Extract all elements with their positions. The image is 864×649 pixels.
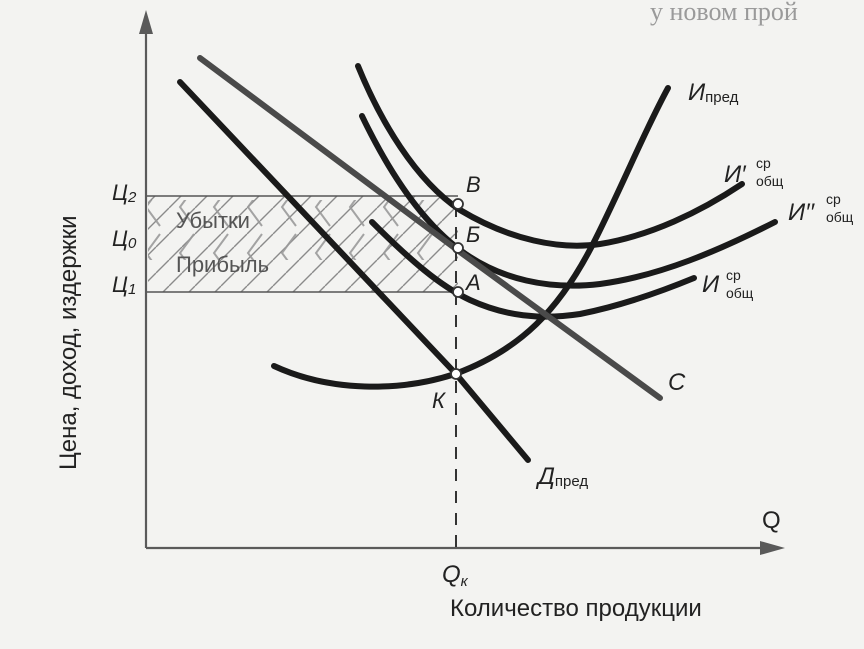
avg-total-cost-2-label: И′′ ср общ	[788, 191, 854, 226]
marginal-revenue-label: Дпред	[535, 463, 588, 490]
point-v	[452, 198, 464, 210]
quantity-qk-label: Qк	[442, 561, 469, 590]
y-axis-title: Цена, доход, издержки	[55, 215, 82, 470]
svg-text:ср: ср	[726, 267, 741, 283]
avg-total-cost-1-label: И′ ср общ	[724, 155, 784, 189]
x-axis-title: Количество продукции	[450, 595, 702, 622]
svg-text:общ: общ	[756, 173, 784, 189]
point-k	[450, 368, 462, 380]
avg-total-cost-1-curve	[355, 63, 745, 249]
background-text: у новом прой	[650, 0, 798, 26]
loss-label: Убытки	[176, 208, 250, 233]
y-axis-arrow	[139, 10, 153, 34]
svg-text:общ: общ	[726, 285, 754, 301]
x-axis-arrow	[760, 541, 785, 555]
point-b-label: Б	[466, 222, 480, 247]
price-p1-label: Ц1	[112, 272, 136, 298]
avg-total-cost-0-label: И ср общ	[702, 267, 754, 301]
svg-text:И′′: И′′	[788, 199, 816, 226]
profit-label: Прибыль	[176, 252, 269, 277]
avg-total-cost-2-curve	[359, 113, 778, 289]
svg-text:И: И	[702, 271, 720, 298]
point-k-label: К	[432, 388, 446, 413]
svg-text:И′: И′	[724, 161, 747, 188]
svg-text:общ: общ	[826, 209, 854, 225]
svg-text:ср: ср	[756, 155, 771, 171]
price-p2-label: Ц2	[112, 180, 137, 206]
point-v-label: В	[466, 172, 481, 197]
price-p0-label: Ц0	[112, 226, 137, 252]
svg-text:ср: ср	[826, 191, 841, 207]
marginal-cost-label: Ипред	[688, 79, 739, 106]
x-axis-q-label: Q	[762, 507, 781, 534]
demand-label: С	[668, 369, 686, 396]
marginal-cost-curve	[271, 85, 671, 390]
point-a	[452, 286, 464, 298]
point-b	[452, 242, 464, 254]
point-a-label: А	[464, 270, 481, 295]
avg-total-cost-0-curve	[369, 219, 697, 320]
